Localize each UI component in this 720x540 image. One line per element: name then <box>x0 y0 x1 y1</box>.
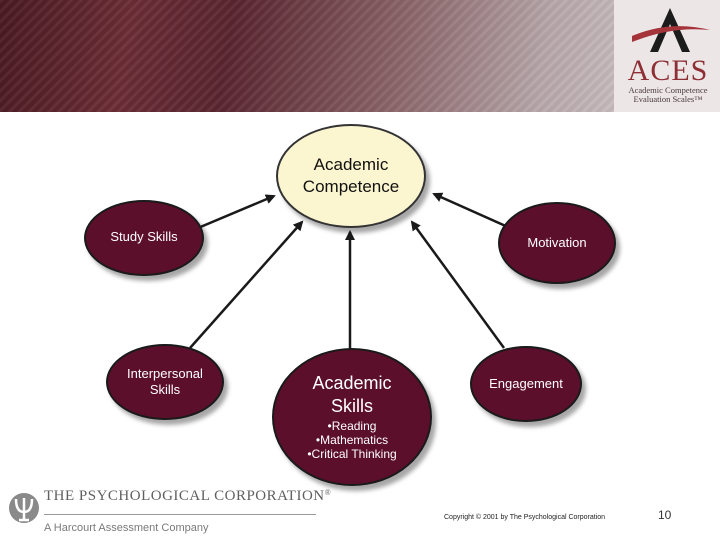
node-motivation: Motivation <box>498 202 616 284</box>
aces-logo-text: ACES <box>627 54 709 87</box>
aces-a-emblem-icon <box>632 8 710 52</box>
node-interpersonal-line1: Interpersonal <box>127 366 203 381</box>
aces-subtitle-line1: Academic Competence <box>628 85 708 95</box>
footer-divider <box>44 514 316 515</box>
copyright-text: Copyright © 2001 by The Psychological Co… <box>444 514 606 521</box>
node-study-skills: Study Skills <box>84 200 204 276</box>
page-number: 10 <box>658 508 672 522</box>
arrow-motivation-to-center <box>432 192 511 230</box>
node-interpersonal-skills: Interpersonal Skills <box>106 344 224 420</box>
node-motivation-label: Motivation <box>527 235 587 250</box>
node-academic-skills-line2: Skills <box>330 396 373 416</box>
node-study-skills-label: Study Skills <box>110 229 178 244</box>
aces-logo-subtitle: Academic Competence Evaluation Scales™ <box>620 86 716 104</box>
arrow-engagement-to-center <box>410 220 506 349</box>
node-academic-competence: Academic Competence <box>276 124 426 228</box>
node-academic-skills: Academic Skills •Reading •Mathematics •C… <box>272 348 432 486</box>
node-academic-competence-line1: Academic <box>313 155 389 174</box>
corporation-name: THE PSYCHOLOGICAL CORPORATION® <box>44 488 331 505</box>
arrow-interpersonal-to-center <box>189 220 304 349</box>
node-engagement-label: Engagement <box>489 376 563 391</box>
header-banner <box>0 0 720 112</box>
bullet-critical-thinking: •Critical Thinking <box>307 447 397 461</box>
registered-mark: ® <box>324 488 332 497</box>
aces-subtitle-line2: Evaluation Scales™ <box>633 94 703 104</box>
corporation-name-text: THE PSYCHOLOGICAL CORPORATION <box>44 488 325 504</box>
psi-logo-icon <box>9 493 39 523</box>
bullet-reading: •Reading <box>327 419 377 433</box>
bullet-mathematics: •Mathematics <box>315 433 389 447</box>
node-academic-competence-line2: Competence <box>302 177 400 196</box>
arrow-study-to-center <box>197 194 276 230</box>
node-interpersonal-line2: Skills <box>149 382 181 397</box>
node-academic-skills-line1: Academic <box>312 373 392 393</box>
node-engagement: Engagement <box>470 346 582 422</box>
corporation-tagline: A Harcourt Assessment Company <box>44 522 209 534</box>
